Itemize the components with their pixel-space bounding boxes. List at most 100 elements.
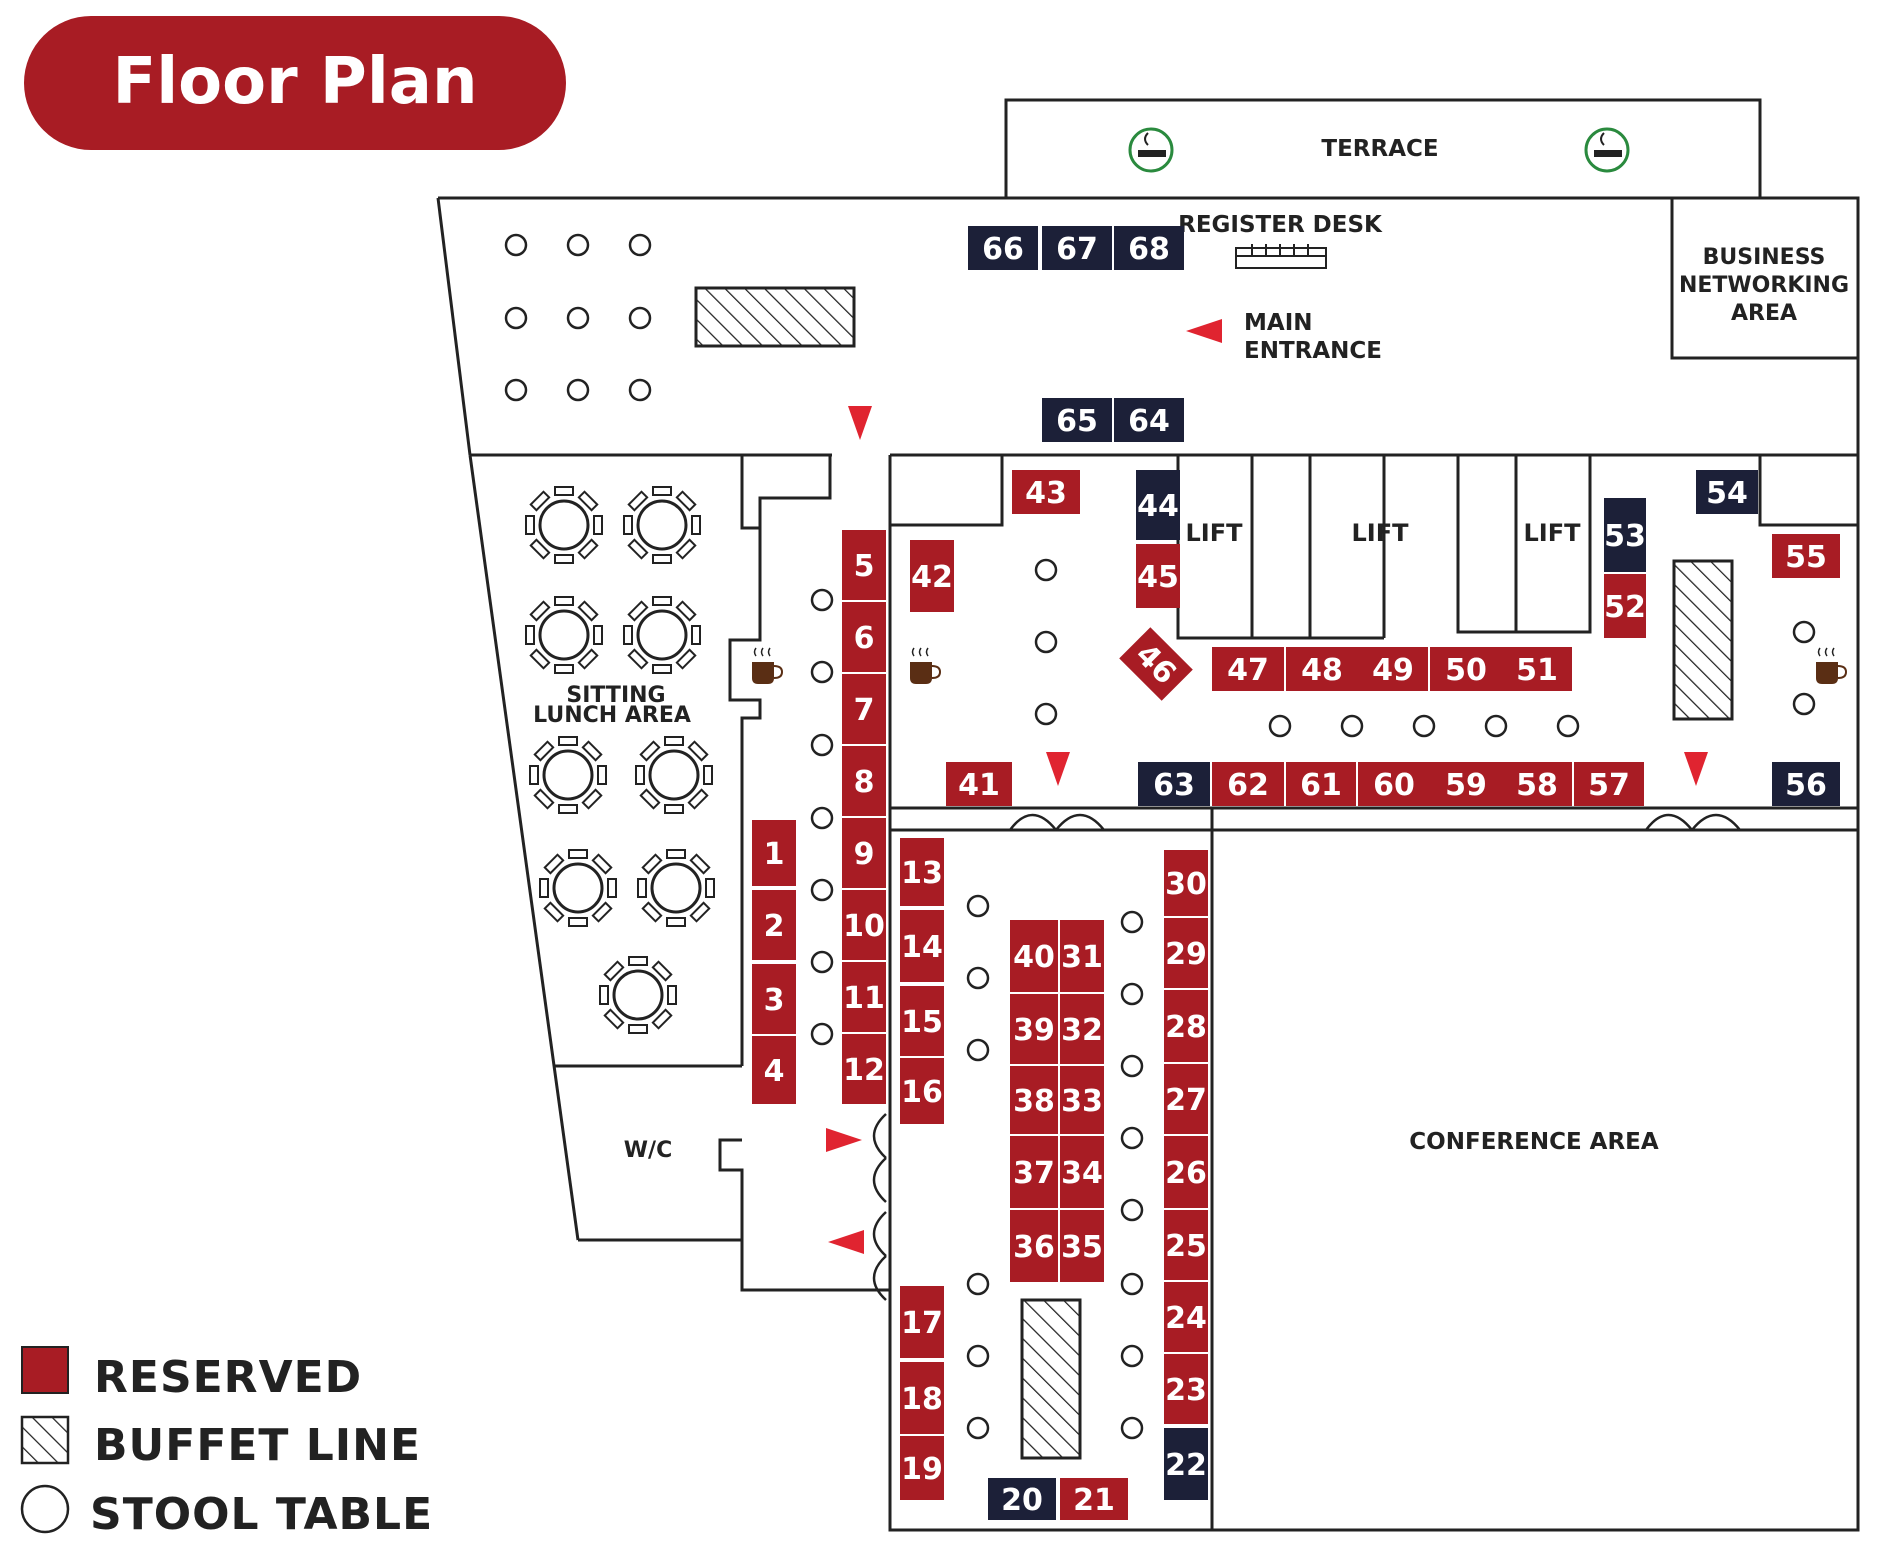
booth-shape[interactable] <box>1010 1136 1058 1208</box>
booth-shape[interactable] <box>842 818 886 888</box>
booth-51[interactable]: 51 <box>1502 647 1572 691</box>
booth-42[interactable]: 42 <box>910 540 954 612</box>
booth-39[interactable]: 39 <box>1010 994 1058 1064</box>
booth-8[interactable]: 8 <box>842 746 886 816</box>
booth-shape[interactable] <box>1772 534 1840 578</box>
booth-13[interactable]: 13 <box>900 838 944 906</box>
booth-shape[interactable] <box>1012 470 1080 514</box>
booth-shape[interactable] <box>900 1058 944 1124</box>
booth-57[interactable]: 57 <box>1574 762 1644 806</box>
booth-shape[interactable] <box>1010 1210 1058 1282</box>
booth-3[interactable]: 3 <box>752 964 796 1034</box>
booth-shape[interactable] <box>752 890 796 960</box>
booth-shape[interactable] <box>842 674 886 744</box>
booth-shape[interactable] <box>1164 1428 1208 1500</box>
booth-52[interactable]: 52 <box>1604 574 1646 638</box>
booth-16[interactable]: 16 <box>900 1058 944 1124</box>
booth-34[interactable]: 34 <box>1060 1136 1104 1208</box>
booth-40[interactable]: 40 <box>1010 920 1058 992</box>
booth-shape[interactable] <box>1772 762 1840 806</box>
booth-25[interactable]: 25 <box>1164 1210 1208 1280</box>
booth-1[interactable]: 1 <box>752 820 796 886</box>
booth-shape[interactable] <box>1696 470 1758 514</box>
booth-shape[interactable] <box>842 530 886 600</box>
booth-32[interactable]: 32 <box>1060 994 1104 1064</box>
booth-shape[interactable] <box>900 910 944 982</box>
booth-shape[interactable] <box>752 964 796 1034</box>
booth-shape[interactable] <box>1136 470 1180 540</box>
booth-61[interactable]: 61 <box>1286 762 1356 806</box>
booth-33[interactable]: 33 <box>1060 1066 1104 1134</box>
booth-43[interactable]: 43 <box>1012 470 1080 514</box>
booth-shape[interactable] <box>842 962 886 1032</box>
booth-44[interactable]: 44 <box>1136 470 1180 540</box>
booth-shape[interactable] <box>842 602 886 672</box>
booth-shape[interactable] <box>1502 647 1572 691</box>
booth-49[interactable]: 49 <box>1358 647 1428 691</box>
booth-shape[interactable] <box>1060 1136 1104 1208</box>
booth-shape[interactable] <box>900 1362 944 1434</box>
booth-9[interactable]: 9 <box>842 818 886 888</box>
booth-shape[interactable] <box>1430 647 1502 691</box>
booth-12[interactable]: 12 <box>842 1034 886 1104</box>
booth-56[interactable]: 56 <box>1772 762 1840 806</box>
booth-7[interactable]: 7 <box>842 674 886 744</box>
booth-47[interactable]: 47 <box>1212 647 1284 691</box>
booth-shape[interactable] <box>1286 647 1358 691</box>
booth-48[interactable]: 48 <box>1286 647 1358 691</box>
booth-shape[interactable] <box>946 762 1012 806</box>
booth-64[interactable]: 64 <box>1114 398 1184 442</box>
booth-38[interactable]: 38 <box>1010 1066 1058 1134</box>
booth-shape[interactable] <box>1502 762 1572 806</box>
booth-15[interactable]: 15 <box>900 986 944 1056</box>
booth-18[interactable]: 18 <box>900 1362 944 1434</box>
booth-17[interactable]: 17 <box>900 1286 944 1358</box>
booth-shape[interactable] <box>1604 498 1646 572</box>
booth-63[interactable]: 63 <box>1138 762 1210 806</box>
booth-53[interactable]: 53 <box>1604 498 1646 572</box>
booth-58[interactable]: 58 <box>1502 762 1572 806</box>
booth-66[interactable]: 66 <box>968 226 1038 270</box>
booth-10[interactable]: 10 <box>842 890 886 960</box>
booth-shape[interactable] <box>1060 994 1104 1064</box>
booth-shape[interactable] <box>1358 762 1430 806</box>
booth-31[interactable]: 31 <box>1060 920 1104 992</box>
booth-60[interactable]: 60 <box>1358 762 1430 806</box>
booth-shape[interactable] <box>968 226 1038 270</box>
booth-36[interactable]: 36 <box>1010 1210 1058 1282</box>
booth-shape[interactable] <box>1010 1066 1058 1134</box>
booth-shape[interactable] <box>1164 1064 1208 1134</box>
booth-shape[interactable] <box>1060 1066 1104 1134</box>
booth-shape[interactable] <box>1136 544 1180 608</box>
booth-6[interactable]: 6 <box>842 602 886 672</box>
booth-shape[interactable] <box>1212 762 1284 806</box>
booth-shape[interactable] <box>752 820 796 886</box>
booth-shape[interactable] <box>900 986 944 1056</box>
booth-shape[interactable] <box>1164 1136 1208 1208</box>
booth-65[interactable]: 65 <box>1042 398 1112 442</box>
booth-28[interactable]: 28 <box>1164 990 1208 1062</box>
booth-4[interactable]: 4 <box>752 1036 796 1104</box>
booth-shape[interactable] <box>1286 762 1356 806</box>
booth-shape[interactable] <box>1164 1210 1208 1280</box>
booth-shape[interactable] <box>1430 762 1502 806</box>
booth-shape[interactable] <box>988 1478 1056 1520</box>
booth-55[interactable]: 55 <box>1772 534 1840 578</box>
booth-shape[interactable] <box>900 838 944 906</box>
booth-shape[interactable] <box>1060 1478 1128 1520</box>
booth-shape[interactable] <box>1060 920 1104 992</box>
booth-shape[interactable] <box>1212 647 1284 691</box>
booth-shape[interactable] <box>842 1034 886 1104</box>
booth-35[interactable]: 35 <box>1060 1210 1104 1282</box>
booth-shape[interactable] <box>1042 398 1112 442</box>
booth-20[interactable]: 20 <box>988 1478 1056 1520</box>
booth-41[interactable]: 41 <box>946 762 1012 806</box>
booth-shape[interactable] <box>1164 990 1208 1062</box>
booth-22[interactable]: 22 <box>1164 1428 1208 1500</box>
booth-shape[interactable] <box>1574 762 1644 806</box>
booth-27[interactable]: 27 <box>1164 1064 1208 1134</box>
booth-5[interactable]: 5 <box>842 530 886 600</box>
booth-26[interactable]: 26 <box>1164 1136 1208 1208</box>
booth-shape[interactable] <box>900 1286 944 1358</box>
booth-29[interactable]: 29 <box>1164 918 1208 988</box>
